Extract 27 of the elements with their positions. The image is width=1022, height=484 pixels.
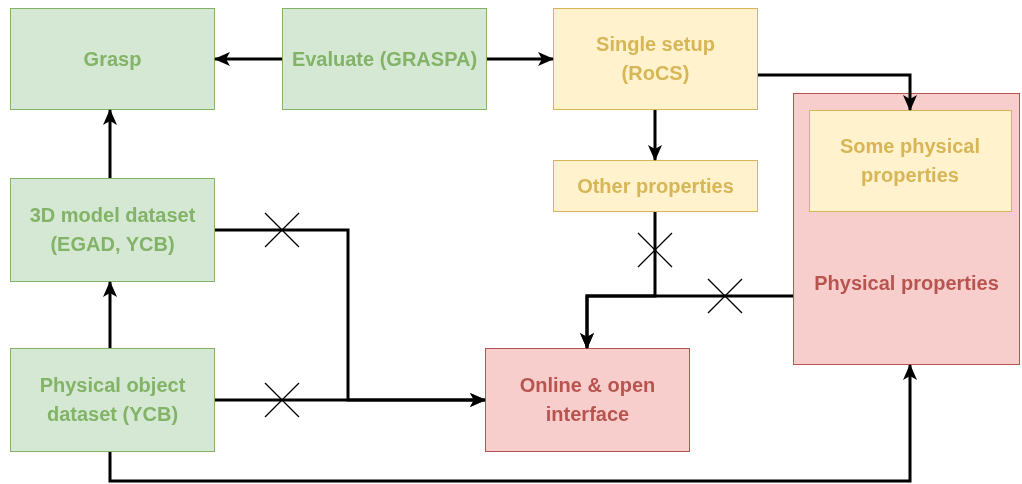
- arrow: [103, 281, 117, 348]
- box-label: Single setup (RoCS): [595, 32, 716, 86]
- arrow: [487, 52, 554, 66]
- arrow: [580, 294, 793, 349]
- box-label: Evaluate (GRASPA): [290, 46, 479, 72]
- box-label: Physical properties: [813, 271, 1000, 296]
- process-box: [10, 348, 215, 452]
- process-box: [485, 348, 690, 452]
- box-label: Physical object dataset (YCB): [38, 373, 187, 427]
- process-box: [282, 8, 487, 110]
- arrow: [215, 393, 486, 407]
- process-box: [10, 8, 215, 110]
- process-box: [553, 160, 758, 212]
- arrow: [648, 110, 662, 161]
- box-label: 3D model dataset (EGAD, YCB): [28, 203, 197, 257]
- box-label: Grasp: [82, 46, 143, 72]
- process-box: [553, 8, 758, 110]
- box-label: Online & open interface: [518, 373, 657, 427]
- process-box: [793, 93, 1020, 365]
- box-label: Other properties: [576, 173, 735, 199]
- arrow: [103, 109, 117, 178]
- process-box: [808, 109, 1012, 212]
- process-box: [10, 178, 215, 282]
- arrow: [758, 73, 917, 111]
- arrow: [214, 52, 282, 66]
- box-label: Some physical properties: [838, 133, 982, 188]
- arrow: [108, 364, 917, 483]
